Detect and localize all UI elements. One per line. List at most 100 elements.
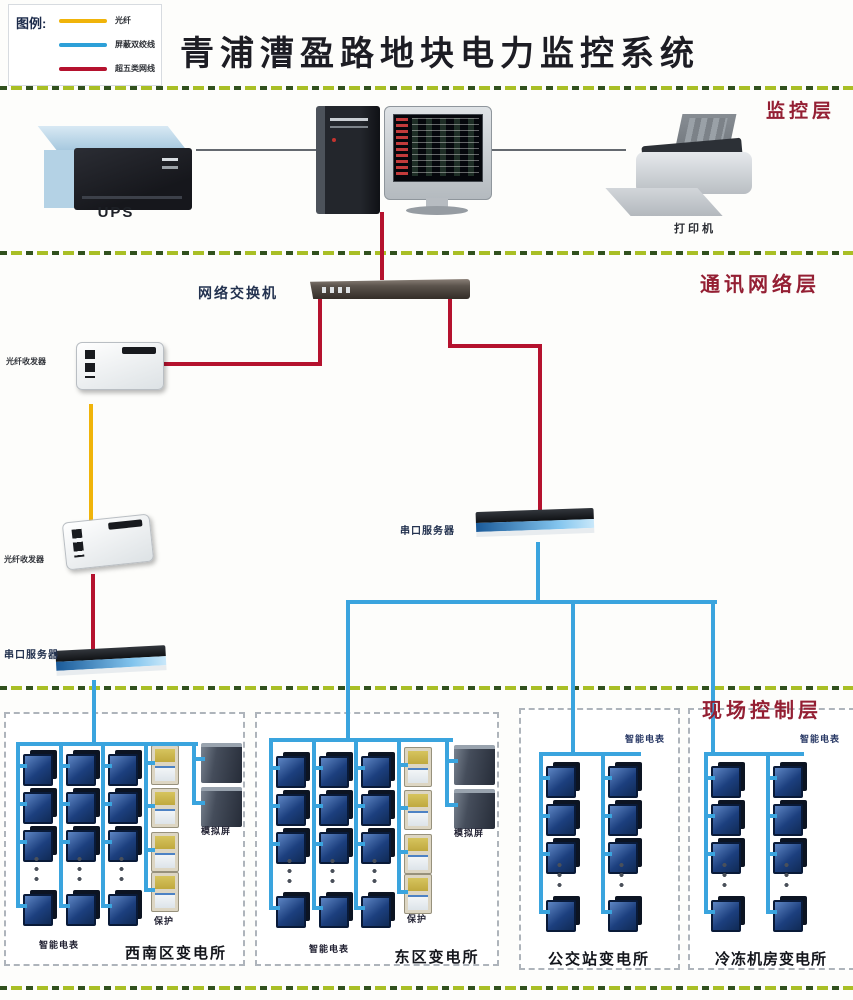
stub-line [144, 761, 155, 765]
ellipsis-dots [119, 856, 124, 882]
bus-line [704, 752, 804, 756]
serial-server-right [475, 507, 595, 540]
mimic-panel-label: 模拟屏 [200, 826, 231, 836]
meter-icon [546, 762, 580, 798]
protection-unit-icon [404, 834, 432, 874]
stub-line [59, 904, 70, 908]
crt-monitor [384, 106, 492, 200]
meter-icon [361, 752, 395, 788]
ellipsis-dots [784, 862, 789, 888]
substation-box-bus-station: 智能电表 公交站变电所 [519, 708, 680, 970]
meter-icon [319, 752, 353, 788]
stub-line [397, 850, 408, 854]
stub-line [101, 840, 112, 844]
stub-line [539, 852, 550, 856]
meter-group-label: 智能电表 [624, 734, 665, 744]
switch-server-cable-horizontal [448, 344, 542, 348]
monitor-screen [393, 114, 483, 182]
stub-line [601, 776, 612, 780]
stub-line [101, 764, 112, 768]
workstation-computer [316, 106, 496, 222]
meter-icon [361, 790, 395, 826]
protection-group-label: 保护 [153, 916, 174, 926]
ellipsis-dots [77, 856, 82, 882]
meter-icon [608, 838, 642, 874]
ellipsis-dots [722, 862, 727, 888]
meter-icon [711, 762, 745, 798]
meter-icon [361, 892, 395, 928]
meter-group-label: 智能电表 [38, 940, 79, 950]
drive-bay-slot [330, 118, 368, 121]
legend-heading: 图例: [16, 16, 47, 31]
stub-line [269, 804, 280, 808]
power-led [332, 138, 336, 142]
stub-line [601, 814, 612, 818]
protection-unit-icon [151, 788, 179, 828]
meter-icon [608, 800, 642, 836]
protection-unit-icon [404, 874, 432, 914]
switch-transceiver-cable-horizontal [158, 362, 322, 366]
stub-line [539, 776, 550, 780]
ups-label: UPS [97, 204, 135, 221]
computer-printer-cable [492, 149, 626, 151]
stub-line [269, 766, 280, 770]
stub-line [397, 806, 408, 810]
meter-icon [711, 800, 745, 836]
meter-icon [108, 788, 142, 824]
stub-line [601, 910, 612, 914]
meter-icon [773, 800, 807, 836]
meter-group-label: 智能电表 [799, 734, 840, 744]
stub-line [192, 801, 205, 805]
stub-line [312, 906, 323, 910]
column-line [101, 742, 105, 906]
legend-label-cat5e: 超五类网线 [115, 64, 155, 73]
monitor-base [406, 206, 468, 215]
legend-label-fiber: 光纤 [115, 16, 131, 25]
stub-line [704, 814, 715, 818]
protection-unit-icon [404, 747, 432, 787]
server-left-drop-cable [92, 680, 96, 742]
ellipsis-dots [34, 856, 39, 882]
column-line [59, 742, 63, 906]
stub-line [766, 910, 777, 914]
cabinet-icon [201, 787, 242, 827]
meter-icon [319, 892, 353, 928]
stub-line [101, 802, 112, 806]
meter-icon [773, 838, 807, 874]
substation-name-east: 东区变电所 [394, 950, 480, 966]
meter-icon [23, 890, 57, 926]
ellipsis-dots [372, 858, 377, 884]
stub-line [101, 904, 112, 908]
substation-name-southwest: 西南区变电所 [124, 946, 227, 962]
meter-icon [108, 826, 142, 862]
server-right-feed-cable [538, 344, 542, 512]
protection-unit-icon [404, 790, 432, 830]
meter-icon [66, 826, 100, 862]
column-line [312, 738, 316, 908]
page-title: 青浦漕盈路地块电力监控系统 [180, 36, 700, 73]
meter-icon [276, 828, 310, 864]
meter-icon [276, 790, 310, 826]
stub-line [16, 802, 27, 806]
column-line [539, 752, 543, 912]
serial-server-right-label: 串口服务器 [400, 526, 455, 537]
legend-box: 图例: 光纤 屏蔽双绞线 超五类网线 [8, 4, 162, 86]
fiber-transceiver-lower [61, 513, 155, 571]
network-switch-device [310, 279, 470, 299]
protection-unit-icon [151, 832, 179, 872]
stub-line [397, 763, 408, 767]
meter-icon [276, 892, 310, 928]
layer-label-network: 通讯网络层 [700, 274, 820, 296]
meter-icon [711, 896, 745, 932]
meter-icon [773, 896, 807, 932]
transceiver-server-cable [91, 574, 95, 652]
column-line [354, 738, 358, 908]
cabinet-icon [454, 789, 495, 829]
column-line [704, 752, 708, 912]
stub-line [269, 906, 280, 910]
ups-device [37, 126, 196, 212]
meter-icon [608, 762, 642, 798]
meter-icon [773, 762, 807, 798]
ellipsis-dots [287, 858, 292, 884]
